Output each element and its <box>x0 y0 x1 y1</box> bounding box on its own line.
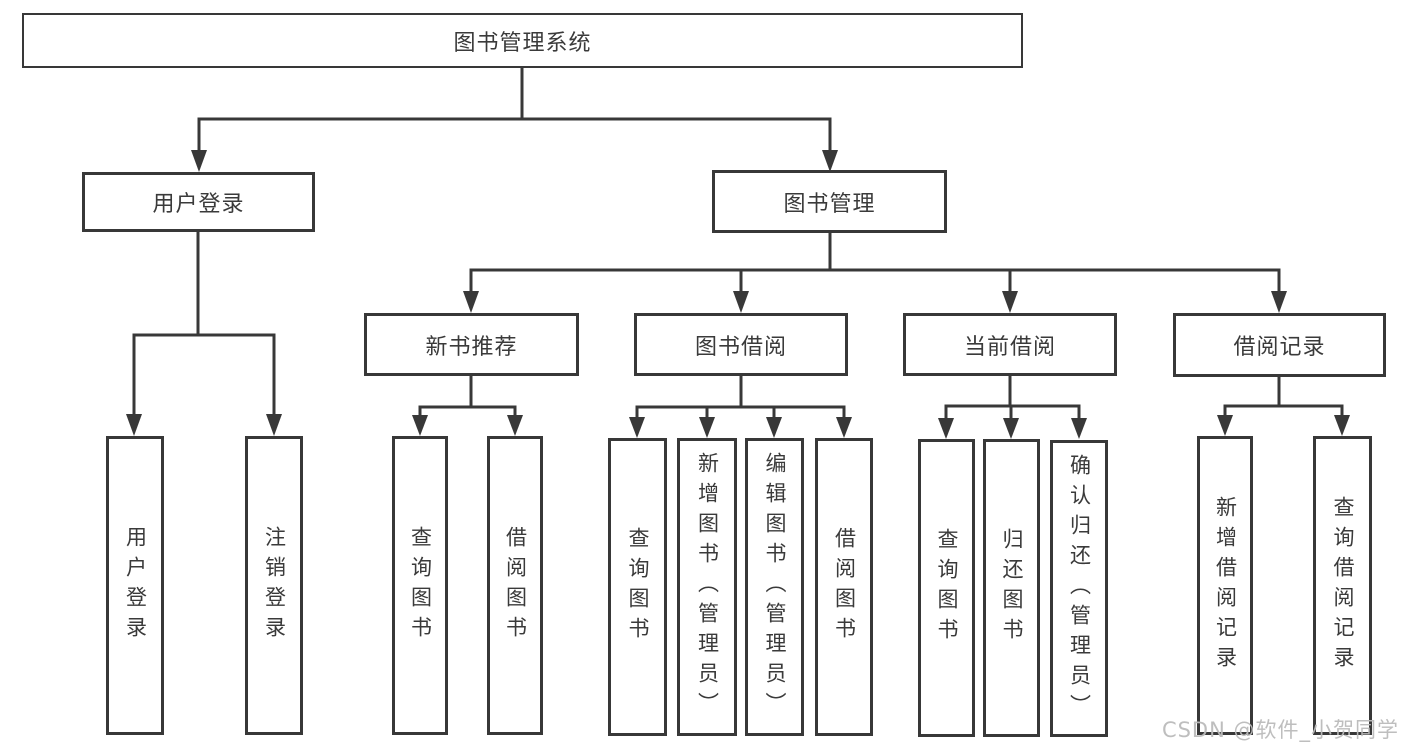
node-br-query-record: 查询借阅记录 <box>1313 436 1372 735</box>
node-book-management-label: 图书管理 <box>783 191 876 217</box>
node-user-login-label: 用户登录 <box>152 192 245 217</box>
node-new-book-recommend: 新书推荐 <box>364 313 579 376</box>
node-bb-edit-book: 编辑图书（管理员） <box>745 438 804 736</box>
node-borrow-record-label: 借阅记录 <box>1233 335 1326 360</box>
node-root: 图书管理系统 <box>22 13 1023 68</box>
node-cb-return-book: 归还图书 <box>983 439 1040 737</box>
node-login-label: 用户登录 <box>123 525 148 646</box>
node-bb-query-book: 查询图书 <box>608 438 667 736</box>
node-br-query-record-label: 查询借阅记录 <box>1331 495 1355 676</box>
node-br-add-record: 新增借阅记录 <box>1197 436 1253 735</box>
node-login: 用户登录 <box>106 436 164 735</box>
node-current-borrow: 当前借阅 <box>903 313 1117 376</box>
node-logout-label: 注销登录 <box>262 525 287 646</box>
node-bb-edit-book-label: 编辑图书（管理员） <box>763 452 787 722</box>
node-bb-add-book-label: 新增图书（管理员） <box>695 452 720 722</box>
node-user-login: 用户登录 <box>82 172 315 232</box>
node-nb-borrow-book: 借阅图书 <box>487 436 543 735</box>
node-book-borrow: 图书借阅 <box>634 313 848 376</box>
node-cb-query-book-label: 查询图书 <box>935 528 959 648</box>
node-bb-query-book-label: 查询图书 <box>626 527 650 647</box>
arrowheads <box>126 150 1350 439</box>
node-book-borrow-label: 图书借阅 <box>694 334 787 360</box>
node-bb-borrow-book: 借阅图书 <box>815 438 873 736</box>
node-cb-confirm-return-label: 确认归还（管理员） <box>1067 453 1092 724</box>
node-bb-add-book: 新增图书（管理员） <box>677 438 737 736</box>
node-cb-confirm-return: 确认归还（管理员） <box>1050 440 1108 737</box>
node-bb-borrow-book-label: 借阅图书 <box>832 527 857 647</box>
node-current-borrow-label: 当前借阅 <box>963 334 1056 360</box>
node-book-management: 图书管理 <box>712 170 947 233</box>
node-cb-query-book: 查询图书 <box>918 439 975 737</box>
csdn-watermark: CSDN @软件_小贺同学 <box>1161 718 1399 742</box>
node-br-add-record-label: 新增借阅记录 <box>1213 495 1238 676</box>
node-logout: 注销登录 <box>245 436 303 735</box>
node-nb-query-book: 查询图书 <box>392 436 448 735</box>
node-nb-borrow-book-label: 借阅图书 <box>503 525 528 646</box>
node-new-book-recommend-label: 新书推荐 <box>425 334 518 360</box>
node-root-label: 图书管理系统 <box>453 30 592 56</box>
node-nb-query-book-label: 查询图书 <box>408 525 433 646</box>
node-cb-return-book-label: 归还图书 <box>1000 528 1024 648</box>
node-borrow-record: 借阅记录 <box>1173 313 1386 377</box>
